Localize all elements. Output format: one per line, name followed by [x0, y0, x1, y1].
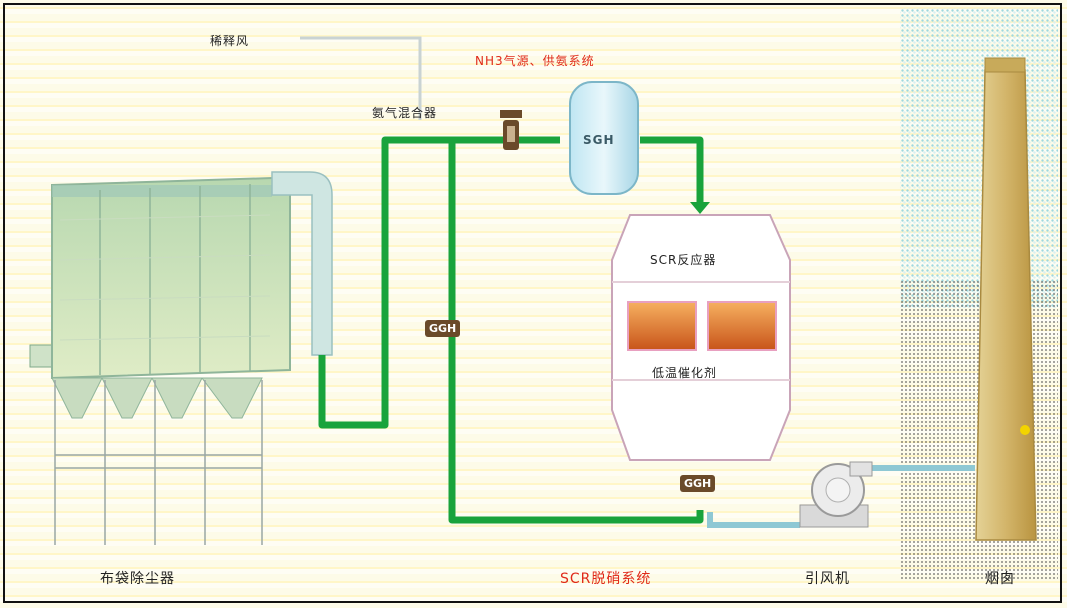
chimney-label: 烟囱 — [985, 571, 1015, 587]
bag-filter — [29, 171, 333, 545]
ammonia-supply-label: NH3气源、供氨系统 — [475, 54, 595, 68]
clean-gas-pipe — [707, 465, 975, 528]
ggh-left-badge: GGH — [425, 320, 461, 337]
sgh-label: SGH — [583, 133, 615, 147]
sgh-vessel — [569, 81, 639, 195]
scr-reactor-label: SCR反应器 — [650, 253, 717, 267]
dilution-air-line — [300, 36, 422, 120]
ggh-bottom-badge: GGH — [680, 475, 716, 492]
fan-label: 引风机 — [805, 571, 850, 587]
valve-icon — [500, 110, 522, 150]
chimney — [975, 57, 1037, 541]
diagram-frame — [3, 3, 1062, 603]
ammonia-mixer-label: 氨气混合器 — [372, 106, 438, 120]
background-texture — [900, 8, 1058, 308]
scr-reactor — [611, 214, 791, 461]
dilution-air-label: 稀释风 — [210, 34, 250, 48]
fan-icon — [799, 461, 873, 528]
scr-system-label: SCR脱硝系统 — [560, 571, 652, 587]
bag-filter-label: 布袋除尘器 — [100, 571, 175, 587]
flow-arrow-icon — [690, 202, 710, 214]
catalyst-label: 低温催化剂 — [652, 366, 718, 380]
